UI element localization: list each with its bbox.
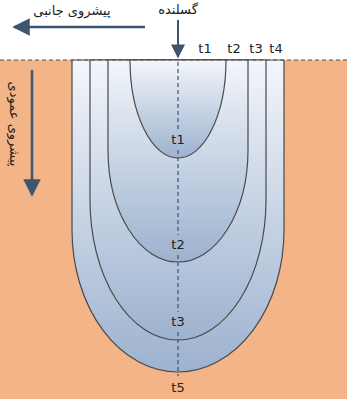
- erosion-front-t4: [72, 60, 284, 372]
- time-label: t4: [269, 42, 282, 57]
- axis-line: [177, 62, 178, 376]
- time-label: t2: [227, 42, 240, 57]
- time-label: t5: [171, 381, 184, 396]
- erosion-front-t3: [90, 60, 266, 340]
- time-label: t1: [198, 42, 211, 57]
- dissolver-arrow: [177, 20, 179, 57]
- time-label: t1: [171, 133, 184, 148]
- lateral-arrow: [14, 26, 145, 29]
- vertical-arrow: [31, 70, 34, 195]
- time-label: t3: [249, 42, 262, 57]
- dissolver-label: گسلنده: [158, 3, 198, 18]
- lateral-label: پیشروی جانبی: [33, 4, 110, 19]
- erosion-front-t1: [130, 60, 226, 158]
- time-label: t3: [171, 315, 184, 330]
- time-label: t2: [171, 238, 184, 253]
- erosion-front-t2: [108, 60, 248, 262]
- vertical-label: پیشروی عمودی: [7, 82, 22, 167]
- ground: [0, 60, 347, 399]
- surface-line: [0, 59, 347, 60]
